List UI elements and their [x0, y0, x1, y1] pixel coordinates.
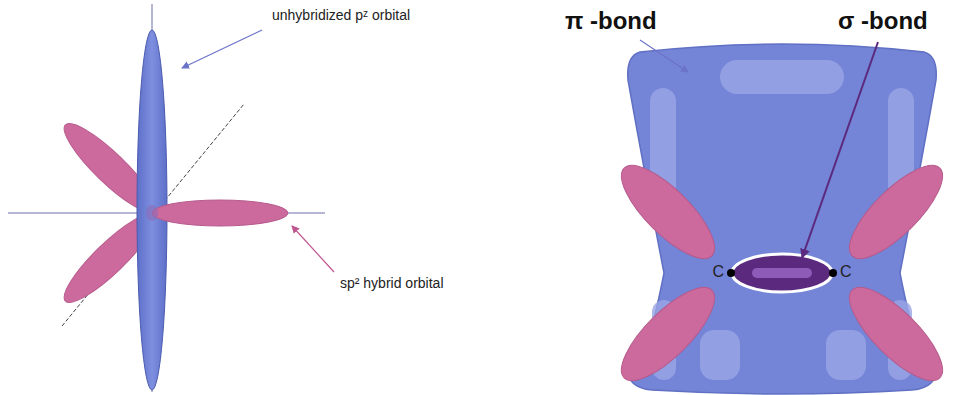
carbon-dot [727, 269, 735, 277]
leader-line [802, 42, 878, 258]
sigma-bond [732, 254, 832, 292]
atom-label: C [712, 263, 724, 281]
leader-line [182, 30, 262, 68]
leader-line [640, 40, 688, 72]
carbon-dot [829, 269, 837, 277]
hybrid-overlap [146, 205, 158, 221]
leader-line [292, 226, 334, 272]
bond-label: π -bond [565, 8, 657, 34]
orbital-label: sp² hybrid orbital [340, 276, 444, 291]
bond-label: σ -bond [838, 8, 928, 34]
axes [8, 4, 325, 392]
sigma-core [752, 268, 812, 278]
atom-label: C [840, 263, 852, 281]
sp2-lobes [609, 153, 956, 394]
orbital-label: unhybridized pᶻ orbital [272, 8, 410, 23]
sp2-lobe [152, 200, 288, 226]
